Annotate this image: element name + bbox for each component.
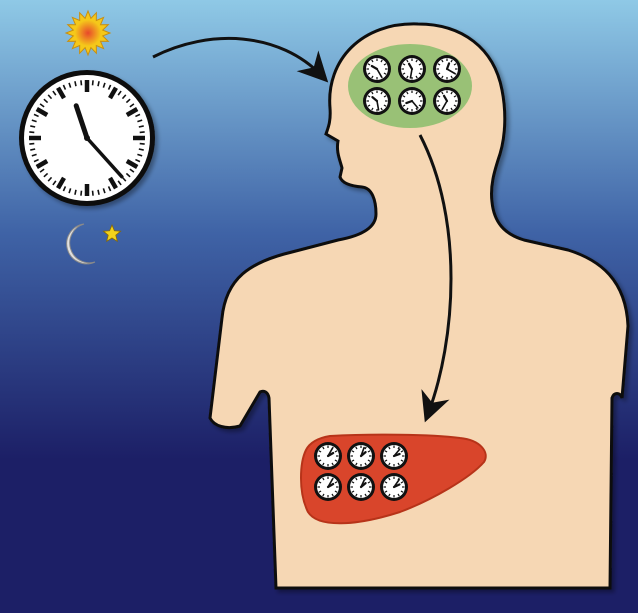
clock-icon bbox=[363, 87, 391, 115]
wall-clock-minute-tick bbox=[81, 80, 82, 85]
clock-icon bbox=[398, 55, 426, 83]
clock-icon bbox=[363, 55, 391, 83]
wall-clock-minute-tick bbox=[29, 144, 34, 145]
clock-icon bbox=[380, 473, 408, 501]
wall-clock-minute-tick bbox=[98, 81, 99, 86]
clock-icon bbox=[398, 87, 426, 115]
wall-clock-minute-tick bbox=[139, 126, 144, 127]
wall-clock-minute-tick bbox=[140, 132, 145, 133]
clock-icon bbox=[433, 55, 461, 83]
wall-clock-minute-tick bbox=[93, 80, 94, 85]
wall-clock-minute-tick bbox=[30, 149, 35, 150]
wall-clock-minute-tick bbox=[75, 81, 76, 86]
clock-icon bbox=[347, 442, 375, 470]
wall-clock-minute-tick bbox=[81, 191, 82, 196]
wall-clock-icon bbox=[19, 70, 155, 206]
clock-icon bbox=[314, 442, 342, 470]
sun-icon bbox=[66, 11, 110, 55]
wall-clock-minute-tick bbox=[93, 191, 94, 196]
wall-clock-minute-tick bbox=[29, 132, 34, 133]
wall-clock-minute-tick bbox=[98, 190, 99, 195]
clock-icon bbox=[433, 87, 461, 115]
wall-clock-minute-tick bbox=[75, 190, 76, 195]
clock-icon bbox=[347, 473, 375, 501]
wall-clock-minute-tick bbox=[139, 149, 144, 150]
clock-icon bbox=[380, 442, 408, 470]
wall-clock-minute-tick bbox=[30, 126, 35, 127]
clock-icon bbox=[314, 473, 342, 501]
wall-clock-minute-tick bbox=[140, 144, 145, 145]
